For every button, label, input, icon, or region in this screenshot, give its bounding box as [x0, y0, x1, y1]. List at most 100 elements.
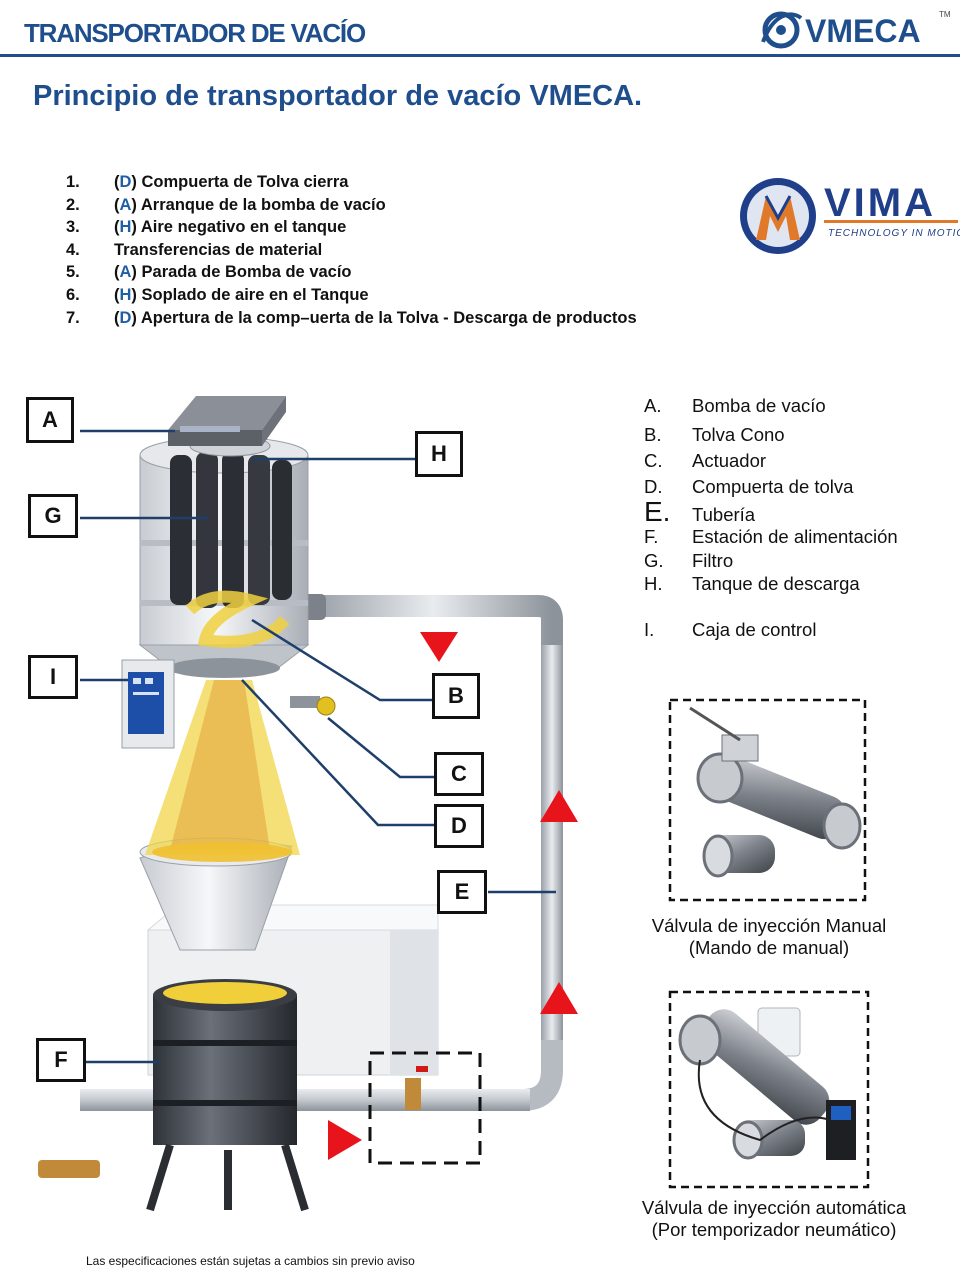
- step-number: 2.: [66, 195, 80, 214]
- step-item: 5.(A) Parada de Bomba de vacío: [66, 261, 637, 284]
- step-code: H: [119, 285, 132, 304]
- pipe-injection-valve: [405, 1066, 428, 1110]
- step-text: Soplado de aire en el Tanque: [141, 285, 369, 304]
- diagram-label-i: I: [28, 655, 78, 699]
- legend-text: Actuador: [692, 450, 767, 471]
- manual-valve-caption-line2: (Mando de manual): [688, 937, 850, 958]
- diagram-label-g: G: [28, 494, 78, 538]
- step-text: Aire negativo en el tanque: [140, 218, 347, 237]
- legend-item-e: E. Tubería: [644, 496, 755, 528]
- vmeca-logo: VMECA TM: [761, 10, 951, 49]
- trademark-mark: TM: [939, 10, 951, 19]
- step-text: Apertura de la comp–uerta de la Tolva - …: [140, 308, 637, 327]
- vacuum-pump: [168, 396, 286, 446]
- step-code: A: [119, 195, 132, 214]
- manual-valve-frame: [668, 698, 867, 902]
- actuator: [290, 696, 336, 716]
- legend-key: D.: [644, 476, 663, 497]
- diagram-label-e: E: [437, 870, 487, 914]
- diagram-label-f: F: [36, 1038, 86, 1082]
- step-number: 1.: [66, 173, 80, 191]
- diagram-label-h: H: [415, 431, 463, 477]
- flow-arrow-right-icon: [328, 1120, 362, 1160]
- legend-text: Tolva Cono: [692, 424, 785, 445]
- step-number: 6.: [66, 285, 80, 304]
- legend-item-g: G. Filtro: [644, 550, 733, 572]
- flow-arrow-up-icon: [540, 790, 578, 822]
- material-stream: [145, 590, 300, 862]
- step-text: Parada de Bomba de vacío: [141, 263, 352, 282]
- step-text: Transferencias de material: [114, 240, 323, 259]
- legend-key: A.: [644, 395, 662, 416]
- conveyor-diagram: [38, 396, 870, 1212]
- vima-emblem-icon: [740, 178, 816, 254]
- step-item: 4. Transferencias de material: [66, 239, 637, 262]
- legend-item-a: A. Bomba de vacío: [644, 395, 826, 417]
- legend-text: Caja de control: [692, 619, 817, 640]
- legend-item-c: C. Actuador: [644, 450, 766, 472]
- vmeca-brand-text: VMECA: [805, 13, 921, 49]
- auto-valve-icon: [678, 1007, 856, 1160]
- manual-valve-caption: Válvula de inyección Manual (Mando de ma…: [636, 915, 902, 959]
- step-code: A: [119, 263, 132, 282]
- diagram-label-b: B: [432, 673, 480, 719]
- legend-item-i: I. Caja de control: [644, 619, 816, 641]
- vima-tagline: TECHNOLOGY IN MOTION: [828, 228, 960, 239]
- feeding-drum: [38, 979, 309, 1212]
- step-code: H: [119, 218, 132, 237]
- step-item: 2.(A) Arranque de la bomba de vacío: [66, 194, 637, 217]
- legend-key: I.: [644, 619, 655, 640]
- step-item: 7.(D) Apertura de la comp–uerta de la To…: [66, 307, 637, 330]
- legend-key: E.: [644, 496, 671, 527]
- step-item: 1.(D) Compuerta de Tolva cierra: [66, 171, 637, 194]
- legend-text: Tubería: [692, 504, 756, 525]
- leader-lines: [80, 429, 556, 1064]
- legend-item-d: D. Compuerta de tolva: [644, 476, 853, 498]
- legend-text: Bomba de vacío: [692, 395, 826, 416]
- vima-brand-text: VIMA: [824, 181, 936, 225]
- legend-text: Estación de alimentación: [692, 526, 898, 547]
- diagram-label-c: C: [434, 752, 484, 796]
- legend-key: H.: [644, 573, 663, 594]
- manual-valve-caption-line1: Válvula de inyección Manual: [651, 915, 887, 936]
- step-item: 6.(H) Soplado de aire en el Tanque: [66, 284, 637, 307]
- auto-valve-frame: [668, 990, 870, 1189]
- auto-valve-caption-line1: Válvula de inyección automática: [641, 1197, 907, 1218]
- valve-highlight-box: [368, 1051, 482, 1165]
- legend-item-h: H. Tanque de descarga: [644, 573, 860, 595]
- page-title: Principio de transportador de vacío VMEC…: [33, 80, 643, 112]
- legend-key: G.: [644, 550, 664, 571]
- header-title: TRANSPORTADOR DE VACÍO: [24, 18, 366, 48]
- diagram-label-d: D: [434, 804, 484, 848]
- step-number: 3.: [66, 218, 80, 237]
- legend-text: Filtro: [692, 550, 734, 571]
- footer-disclaimer: Las especificaciones están sujetas a cam…: [86, 1254, 415, 1268]
- legend-key: B.: [644, 424, 662, 445]
- auto-valve-caption: Válvula de inyección automática (Por tem…: [628, 1197, 920, 1241]
- step-code: D: [119, 173, 132, 191]
- legend-text: Compuerta de tolva: [692, 476, 854, 497]
- step-code: D: [119, 308, 132, 327]
- header-divider: [0, 54, 960, 57]
- step-number: 7.: [66, 308, 80, 327]
- step-number: 5.: [66, 263, 80, 282]
- vmeca-emblem-icon: [761, 11, 803, 49]
- manual-valve-icon: [689, 706, 862, 878]
- flow-arrow-down-icon: [420, 632, 458, 662]
- control-box: [121, 659, 175, 749]
- step-item: 3.(H) Aire negativo en el tanque: [66, 216, 637, 239]
- legend-key: F.: [644, 526, 659, 547]
- legend-item-b: B. Tolva Cono: [644, 424, 785, 446]
- legend-key: C.: [644, 450, 663, 471]
- vima-underline: [824, 220, 958, 223]
- auto-valve-caption-line2: (Por temporizador neumático): [651, 1219, 897, 1240]
- legend-item-f: F. Estación de alimentación: [644, 526, 898, 548]
- step-text: Arranque de la bomba de vacío: [140, 195, 386, 214]
- step-number: 4.: [66, 240, 80, 259]
- diagram-label-a: A: [26, 397, 74, 443]
- step-text: Compuerta de Tolva cierra: [141, 173, 349, 191]
- flow-arrow-up-icon: [540, 982, 578, 1014]
- vima-logo: VIMA TECHNOLOGY IN MOTION: [740, 178, 960, 254]
- legend-text: Tanque de descarga: [692, 573, 860, 594]
